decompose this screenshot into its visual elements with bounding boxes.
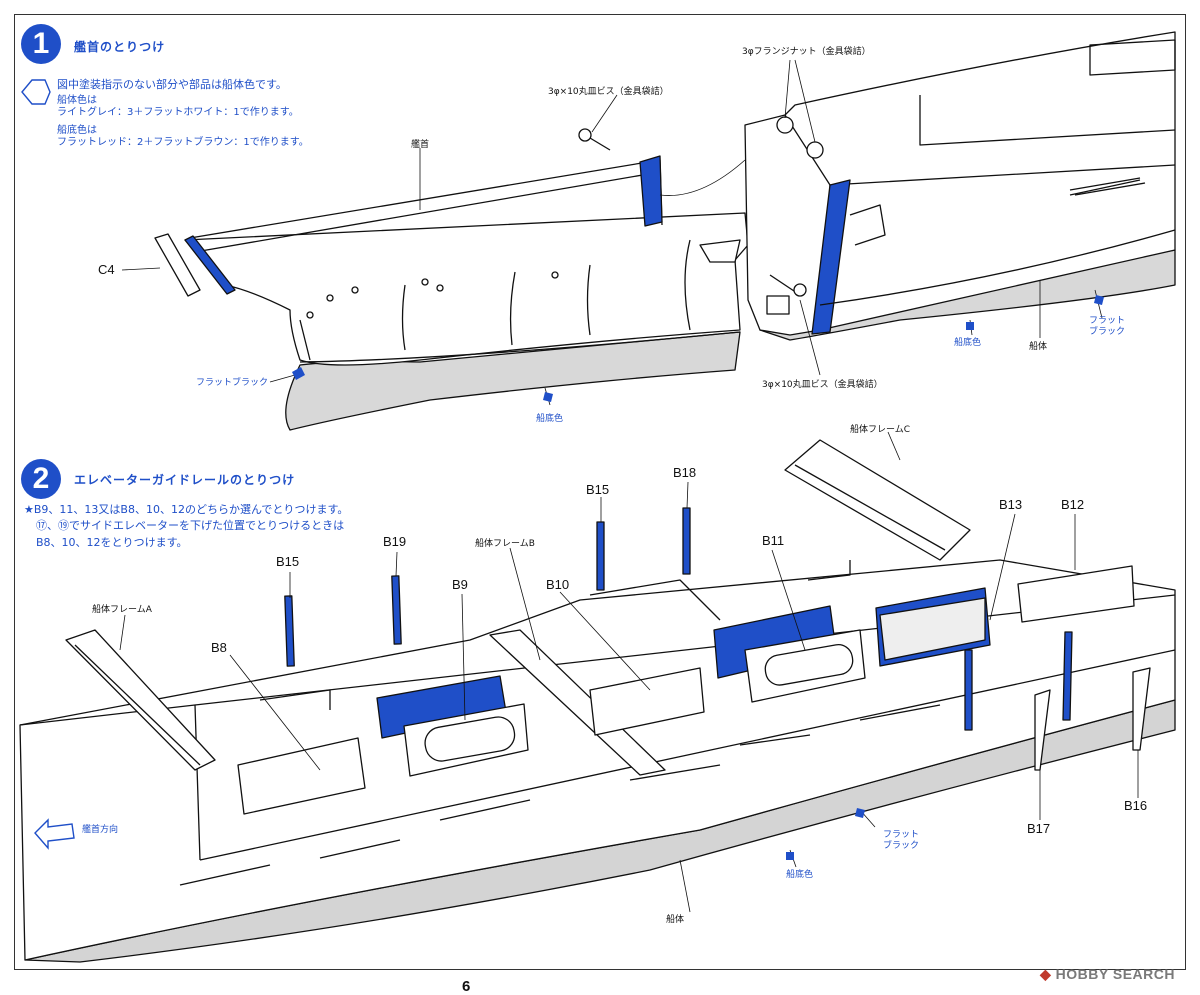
label-b18: B18 — [673, 465, 697, 480]
label-hull-step2: 船体 — [666, 915, 685, 925]
label-frame-a: 船体フレームA — [92, 605, 152, 615]
label-b17: B17 — [1027, 821, 1051, 836]
label-screw-bottom: 3φ×10丸皿ビス（金具袋詰） — [762, 380, 883, 390]
label-b19: B19 — [383, 534, 407, 549]
label-frame-c: 船体フレームC — [850, 425, 911, 435]
step-1-number: 1 — [21, 24, 61, 64]
step-2-note-3: B8、10、12をとりつけます。 — [36, 536, 188, 549]
label-b15-b: B15 — [586, 482, 610, 497]
label-b8: B8 — [211, 640, 227, 655]
label-b11: B11 — [762, 533, 785, 548]
step-1-title: 艦首のとりつけ — [74, 40, 166, 54]
bow-direction-arrow-icon — [34, 818, 75, 850]
step-1-note-2: 船体色は — [57, 95, 97, 106]
label-b13: B13 — [999, 497, 1023, 512]
main-hull-right — [744, 31, 1176, 341]
label-bottom-color-left: 船底色 — [536, 414, 564, 424]
step-2-number: 2 — [21, 459, 61, 499]
label-flat-black-2: ブラック — [883, 841, 920, 851]
step-2-note-1: ★B9、11、13又はB8、10、12のどちらか選んでとりつけます。 — [24, 503, 349, 516]
label-b10: B10 — [546, 577, 570, 592]
label-flat-black-right-2: ブラック — [1089, 327, 1126, 337]
label-flat-black-1: フラット — [883, 830, 920, 840]
step-1-note-4: 船底色は — [57, 125, 97, 136]
label-flange-nut: 3φフランジナット（金具袋詰） — [742, 47, 871, 57]
page-frame — [14, 14, 1186, 970]
hull-step2 — [19, 179, 1176, 963]
label-b12: B12 — [1061, 497, 1085, 512]
step-1-note-1: 図中塗装指示のない部分や部品は船体色です。 — [57, 78, 287, 91]
label-screw-top: 3φ×10丸皿ビス（金具袋詰） — [548, 87, 669, 97]
label-b15-a: B15 — [276, 554, 300, 569]
step-1-note-5: フラットレッド：2＋フラットブラウン：1で作ります。 — [57, 137, 309, 148]
label-bow-direction: 艦首方向 — [82, 825, 119, 835]
page-number: 6 — [462, 978, 471, 995]
label-b9: B9 — [452, 577, 468, 592]
label-bow: 艦首 — [411, 140, 430, 150]
watermark-logo: ◆ HOBBY SEARCH — [1040, 966, 1175, 982]
label-flat-black-right-1: フラット — [1089, 316, 1126, 326]
label-flat-black-left: フラットブラック — [196, 378, 269, 388]
label-b16: B16 — [1124, 798, 1148, 813]
hexagon-icon — [21, 79, 51, 105]
step-1-note-3: ライトグレイ：3＋フラットホワイト：1で作ります。 — [57, 107, 299, 118]
bow-section — [154, 155, 749, 431]
label-frame-b: 船体フレームB — [475, 539, 535, 549]
label-bottom-color-step2: 船底色 — [786, 870, 814, 880]
step-2-title: エレベーターガイドレールのとりつけ — [74, 473, 296, 487]
label-bottom-color-right: 船底色 — [954, 338, 982, 348]
label-c4: C4 — [98, 262, 115, 277]
label-hull-step1: 船体 — [1029, 342, 1048, 352]
step-2-note-2: ⑰、⑲でサイドエレベーターを下げた位置でとりつけるときは — [36, 519, 345, 532]
